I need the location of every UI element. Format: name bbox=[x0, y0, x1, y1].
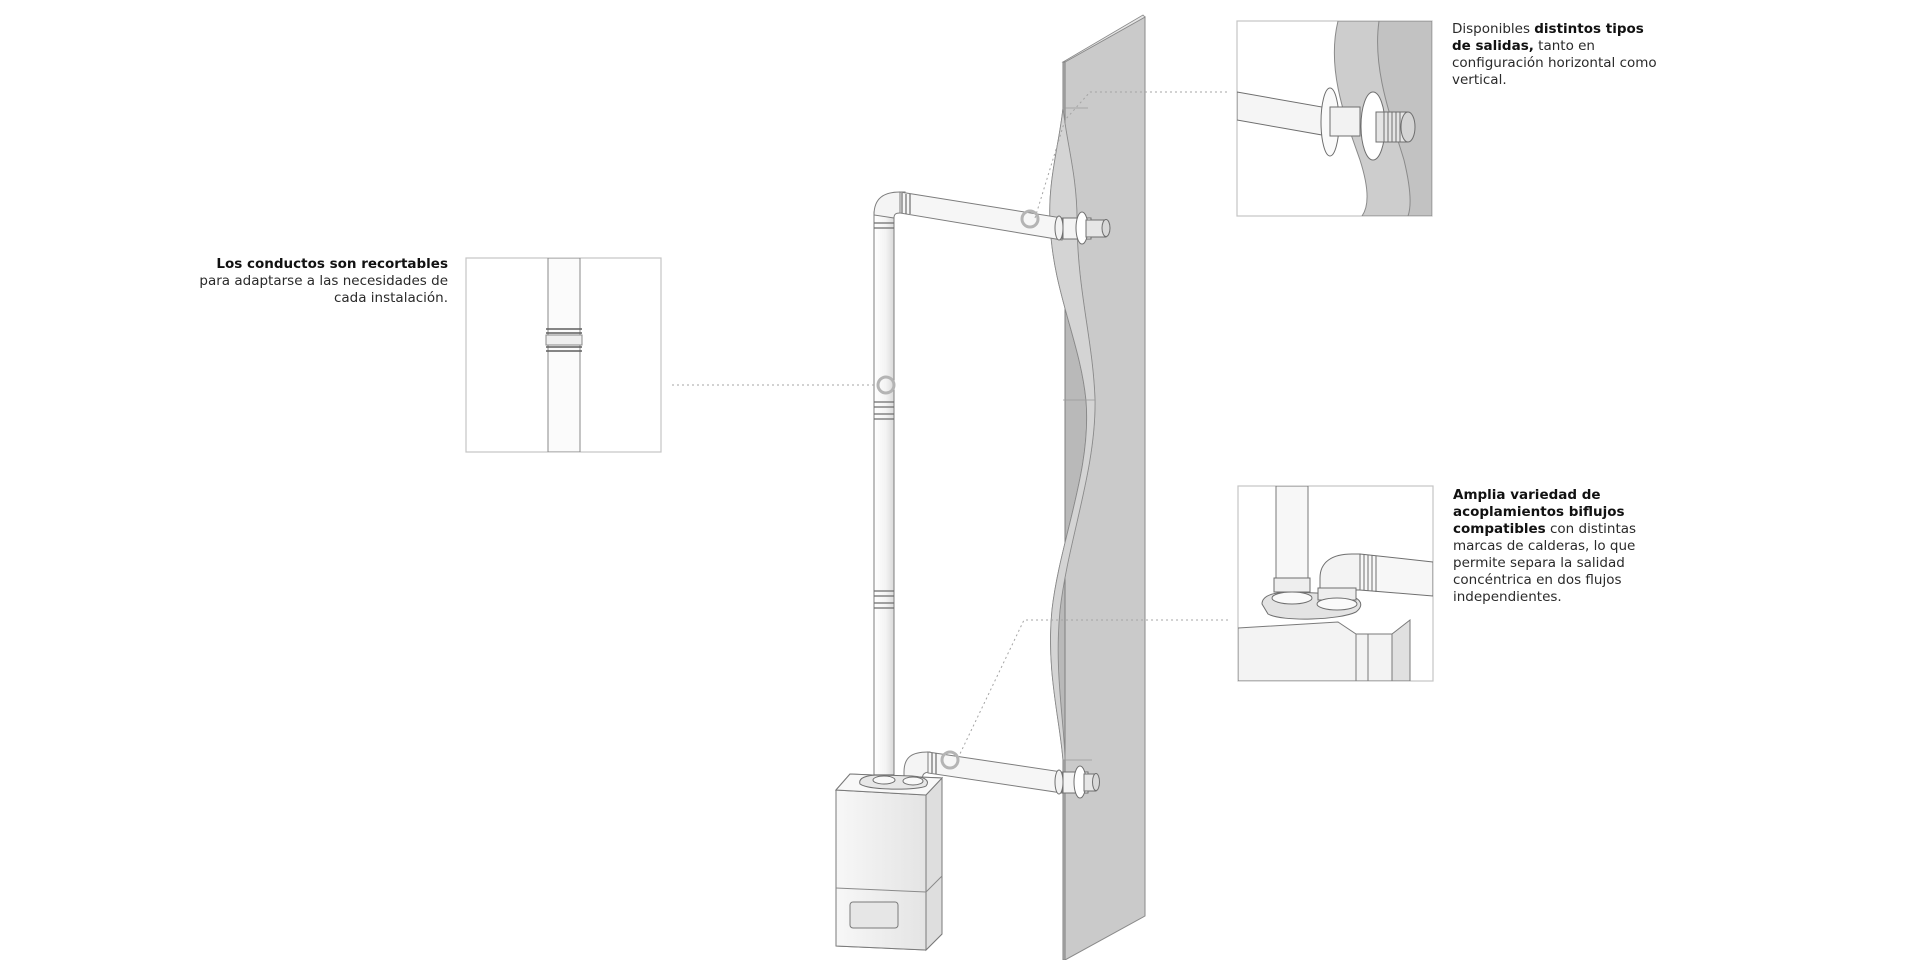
lower-wall-terminal bbox=[1054, 765, 1100, 799]
lower-horizontal-pipe bbox=[927, 751, 1063, 794]
detail-couplings bbox=[1237, 485, 1434, 682]
flue-pipe-system bbox=[873, 191, 1111, 799]
callout-outlet-types-prefix: Disponibles bbox=[1452, 21, 1535, 37]
callout-couplings-bold: Amplia variedad de acoplamientos biflujo… bbox=[1453, 487, 1625, 537]
callout-outlet-types-bold: distintos tipos de salidas, bbox=[1452, 21, 1644, 54]
boiler-illustration bbox=[834, 773, 944, 952]
callout-outlet-types-text: tanto en configuración horizontal como v… bbox=[1452, 38, 1657, 88]
boiler-display bbox=[849, 901, 899, 929]
upper-horizontal-pipe bbox=[899, 191, 1063, 241]
wall bbox=[1049, 14, 1146, 960]
detail-wall-terminal bbox=[1236, 20, 1433, 217]
callout-cut-pipes-bold: Los conductos son recortables bbox=[216, 256, 448, 272]
detail-cut-joint bbox=[465, 257, 662, 453]
upper-wall-terminal bbox=[1054, 211, 1111, 245]
marker-vertical-pipe bbox=[876, 375, 896, 395]
callout-cut-pipes-text: para adaptarse a las necesidades de cada… bbox=[199, 273, 448, 306]
vertical-pipe bbox=[873, 211, 895, 788]
callout-outlet-types: Disponibles distintos tipos de salidas, … bbox=[1452, 21, 1657, 89]
detail-markers bbox=[876, 209, 1040, 770]
callout-cut-pipes: Los conductos son recortables para adapt… bbox=[180, 256, 448, 307]
callout-leaders bbox=[672, 91, 1230, 759]
callout-couplings-text: con distintas marcas de calderas, lo que… bbox=[1453, 521, 1637, 605]
marker-upper-pipe bbox=[1020, 209, 1040, 229]
marker-lower-pipe bbox=[940, 750, 960, 770]
callout-couplings: Amplia variedad de acoplamientos biflujo… bbox=[1453, 487, 1678, 606]
